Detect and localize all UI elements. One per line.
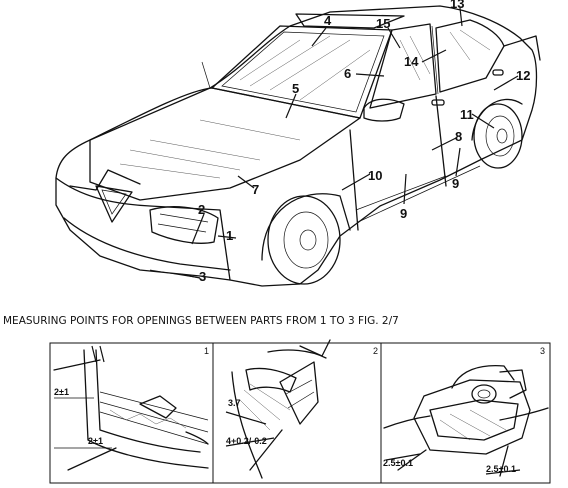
panel-2-number: 2 [373, 346, 378, 356]
panel-3-dimension-right: 2.5±0.1 [486, 464, 516, 474]
callout-12: 12 [516, 68, 530, 83]
callout-14: 14 [404, 54, 419, 69]
car-illustration [55, 5, 541, 287]
panel-1-number: 1 [204, 346, 209, 356]
detail-panels: 1 2±1 2±1 2 3.7 4+0.2 [49, 339, 551, 484]
panel-2-dimension-upper: 3.7 [228, 398, 241, 408]
panel-1-dimension-upper: 2±1 [54, 387, 69, 397]
panel-2-dimension-lower: 4+0.2/-0.2 [226, 436, 267, 446]
callout-9-rear: 9 [452, 176, 459, 191]
callout-15: 15 [376, 16, 390, 31]
callout-1: 1 [226, 228, 233, 243]
callout-6: 6 [344, 66, 351, 81]
callout-4: 4 [324, 13, 332, 28]
figure-caption: MEASURING POINTS FOR OPENINGS BETWEEN PA… [3, 315, 399, 327]
panel-3-number: 3 [540, 346, 545, 356]
part-callouts: 1 2 3 4 5 6 7 8 9 9 10 11 12 13 14 15 [198, 0, 530, 284]
detail-panel-1: 1 2±1 2±1 [53, 345, 209, 471]
callout-8: 8 [455, 129, 462, 144]
callout-13: 13 [450, 0, 464, 11]
callout-5: 5 [292, 81, 299, 96]
callout-7: 7 [252, 182, 259, 197]
callout-9-front: 9 [400, 206, 407, 221]
callout-2: 2 [198, 202, 205, 217]
detail-panel-3: 3 2.5±0.1 2.5±0.1 [383, 346, 549, 477]
panel-3-dimension-left: 2.5±0.1 [383, 458, 413, 468]
callout-11: 11 [460, 107, 474, 122]
panel-1-dimension-lower: 2±1 [88, 436, 103, 446]
callout-10: 10 [368, 168, 382, 183]
detail-panel-2: 2 3.7 4+0.2/-0.2 [225, 339, 378, 479]
callout-3: 3 [199, 269, 206, 284]
